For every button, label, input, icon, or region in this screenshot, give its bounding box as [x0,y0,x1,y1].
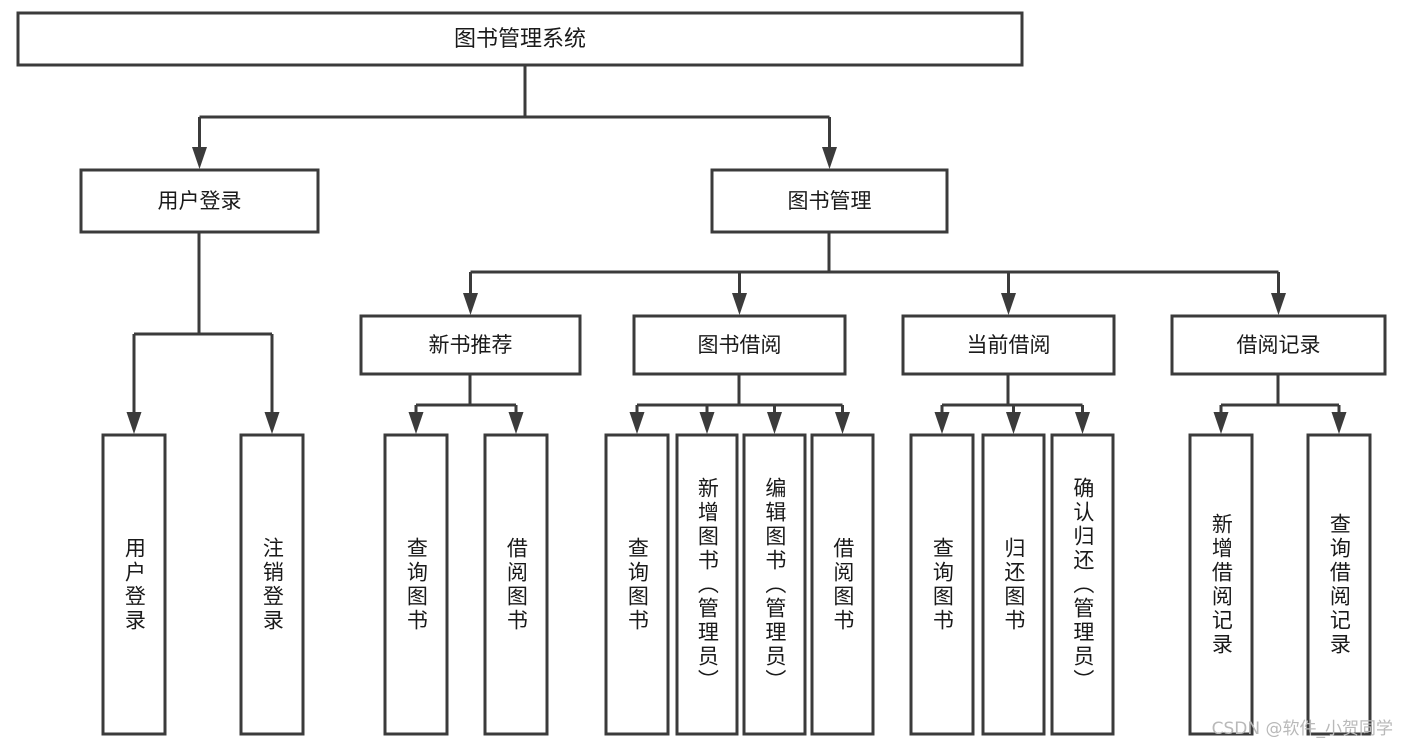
connector-arrowhead [629,412,645,434]
boxes-layer [16,11,1387,736]
node-box-book-manage [710,168,949,234]
node-box-leaf-query-book-borrow [604,433,670,736]
node-label-borrow-record: 借阅记录 [1237,333,1321,357]
node-label-current-borrow: 当前借阅 [967,333,1051,357]
node-box-user-login [79,168,320,234]
node-box-leaf-borrow-book [810,433,875,736]
connector-arrowhead [192,147,207,169]
connector-book-borrow [629,374,850,434]
node-box-leaf-add-record [1188,433,1254,736]
connector-arrowhead [822,147,837,169]
node-box-current-borrow [901,314,1116,376]
connector-arrowhead [699,412,715,434]
node-label-root: 图书管理系统 [454,27,586,52]
connector-root [192,65,837,169]
node-box-leaf-query-book-rec [383,433,449,736]
node-box-leaf-logout [239,433,305,736]
connector-arrowhead [1271,293,1286,315]
node-box-leaf-return-book [981,433,1046,736]
connector-new-book-rec [408,374,524,434]
connector-arrowhead [767,412,782,434]
node-box-new-book-rec [359,314,582,376]
connector-borrow-record [1213,374,1347,434]
connector-user-login [126,232,280,434]
node-box-leaf-edit-book [742,433,807,736]
connector-arrowhead [408,412,424,434]
connector-current-borrow [934,374,1090,434]
node-box-leaf-confirm-return [1050,433,1115,736]
connector-arrowhead [1006,412,1021,434]
node-box-leaf-borrow-book-rec [483,433,549,736]
node-box-book-borrow [632,314,847,376]
connector-arrowhead [126,412,142,434]
connector-arrowhead [1331,412,1347,434]
node-box-leaf-add-book [675,433,739,736]
node-label-book-manage: 图书管理 [788,189,872,213]
node-label-user-login: 用户登录 [158,189,242,213]
connectors-layer [126,65,1347,434]
node-box-leaf-query-book-cur [909,433,975,736]
connector-arrowhead [1213,412,1229,434]
watermark: CSDN @软件_小贺同学 [1211,719,1393,739]
connector-arrowhead [264,412,280,434]
connector-arrowhead [835,412,850,434]
node-box-root [16,11,1024,67]
connector-arrowhead [463,293,478,315]
node-box-leaf-query-record [1306,433,1372,736]
node-label-new-book-rec: 新书推荐 [429,333,513,357]
node-box-leaf-user-login [101,433,167,736]
connector-book-manage [463,232,1286,315]
connector-arrowhead [1075,412,1090,434]
connector-arrowhead [732,293,747,315]
connector-arrowhead [1001,293,1016,315]
node-box-borrow-record [1170,314,1387,376]
connector-arrowhead [508,412,524,434]
connector-arrowhead [934,412,950,434]
node-label-book-borrow: 图书借阅 [698,333,782,357]
